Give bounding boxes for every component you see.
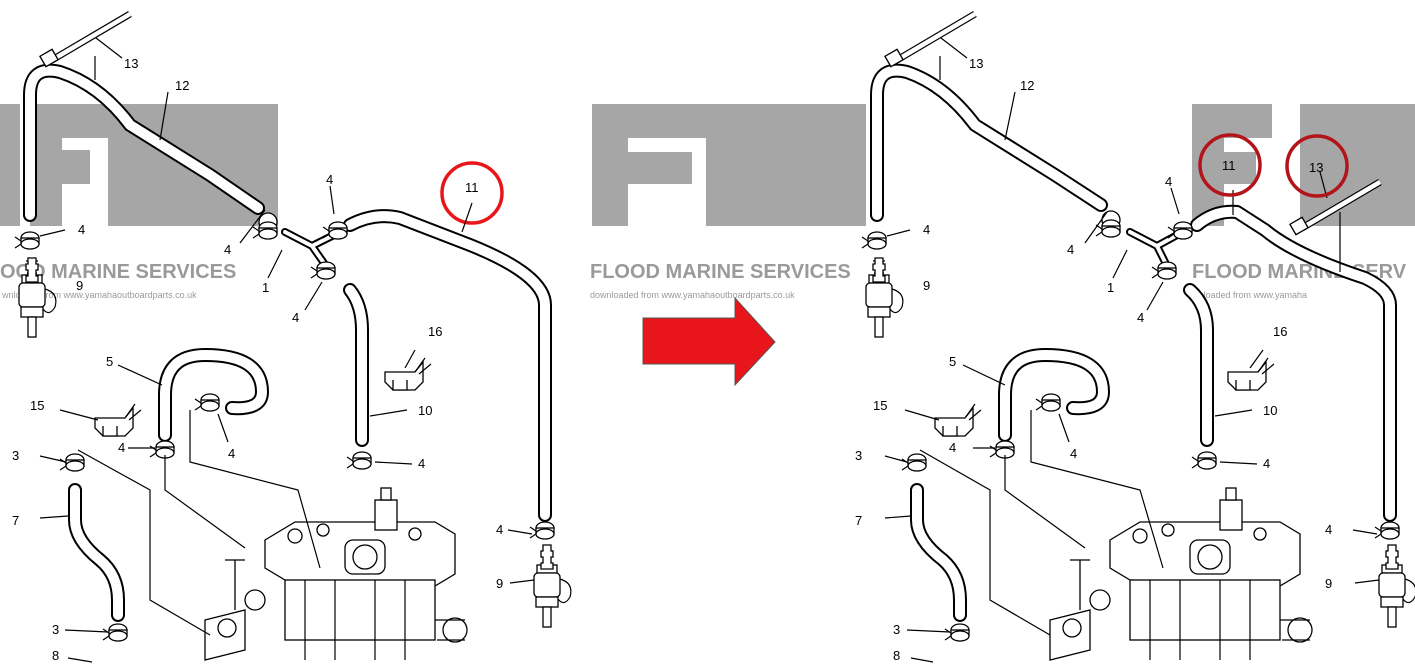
callout-4: 4 — [923, 222, 930, 237]
callout-12: 12 — [175, 78, 189, 93]
fms-watermark-center: FLOOD MARINE SERVICES downloaded from ww… — [590, 104, 866, 300]
callout-16: 16 — [428, 324, 442, 339]
callout-4: 4 — [292, 310, 299, 325]
callout-4: 4 — [1137, 310, 1144, 325]
highlight-circle-13 — [1285, 134, 1349, 198]
barb-icon — [1385, 544, 1399, 570]
callout-10: 10 — [418, 403, 432, 418]
watermark-download-right: wnloaded from www.yamaha — [1191, 290, 1307, 300]
clamp-icon — [989, 440, 1015, 459]
callout-5: 5 — [949, 354, 956, 369]
clamp-icon — [310, 261, 336, 280]
callout-4: 4 — [326, 172, 333, 187]
watermark-company-left: OOD MARINE SERVICES — [0, 261, 236, 283]
callout-4: 4 — [228, 446, 235, 461]
callout-12: 12 — [1020, 78, 1034, 93]
callout-9: 9 — [76, 278, 83, 293]
callout-15: 15 — [30, 398, 44, 413]
callout-4: 4 — [1263, 456, 1270, 471]
fms-watermark-right: FLOOD MARINE SERV wnloaded from www.yama… — [1191, 104, 1415, 300]
engine-block-icon — [204, 487, 468, 661]
cable-tie-icon — [885, 14, 975, 67]
callout-4: 4 — [1070, 446, 1077, 461]
callout-3: 3 — [52, 622, 59, 637]
clamp-icon — [1035, 393, 1061, 412]
callout-4: 4 — [1067, 242, 1074, 257]
barb-icon — [25, 257, 39, 283]
cable-tie-icon — [40, 14, 130, 67]
clamp-icon — [346, 451, 372, 470]
clamp-icon — [529, 521, 555, 540]
callout-8: 8 — [52, 648, 59, 663]
clamp-icon — [1191, 451, 1217, 470]
highlight-circle-11 — [440, 161, 504, 225]
clamp-icon — [901, 453, 927, 472]
callout-11: 11 — [1222, 158, 1236, 173]
callout-3: 3 — [12, 448, 19, 463]
bracket-15-icon — [934, 403, 982, 437]
callout-13: 13 — [1309, 160, 1323, 175]
callout-4: 4 — [118, 440, 125, 455]
bracket-16-icon — [1227, 357, 1275, 391]
left-diagram: 13 12 4 4 9 1 4 4 16 10 5 15 4 4 3 7 3 8… — [12, 14, 572, 663]
watermark-download-center: downloaded from www.yamahaoutboardparts.… — [590, 290, 795, 300]
clamp-icon — [1374, 521, 1400, 540]
clamp-icon — [14, 231, 40, 250]
callout-7: 7 — [855, 513, 862, 528]
callout-7: 7 — [12, 513, 19, 528]
callout-1: 1 — [262, 280, 269, 295]
clamp-icon — [1151, 261, 1177, 280]
callout-15: 15 — [873, 398, 887, 413]
barb-icon — [872, 257, 886, 283]
callout-4: 4 — [78, 222, 85, 237]
callout-9: 9 — [1325, 576, 1332, 591]
watermark-download-left: wnloaded from www.yamahaoutboardparts.co… — [1, 290, 197, 300]
highlight-circle-11 — [1198, 133, 1262, 197]
callout-4: 4 — [949, 440, 956, 455]
callout-11: 11 — [465, 180, 479, 195]
fuel-fitting-icon — [865, 260, 904, 338]
clamp-icon — [194, 393, 220, 412]
callout-9: 9 — [496, 576, 503, 591]
callout-16: 16 — [1273, 324, 1287, 339]
callout-3: 3 — [855, 448, 862, 463]
callout-4: 4 — [1325, 522, 1332, 537]
callout-8: 8 — [893, 648, 900, 663]
callout-9: 9 — [923, 278, 930, 293]
callout-4: 4 — [1165, 174, 1172, 189]
callout-13: 13 — [124, 56, 138, 71]
engine-block-icon — [1049, 487, 1313, 661]
clamp-icon — [861, 231, 887, 250]
callout-13: 13 — [969, 56, 983, 71]
clamp-icon — [149, 440, 175, 459]
clamp-icon — [59, 453, 85, 472]
red-arrow-right-icon — [642, 296, 776, 387]
callout-3: 3 — [893, 622, 900, 637]
callout-4: 4 — [496, 522, 503, 537]
watermark-company-center: FLOOD MARINE SERVICES — [590, 261, 851, 283]
callout-4: 4 — [418, 456, 425, 471]
callout-1: 1 — [1107, 280, 1114, 295]
right-diagram: 13 12 4 4 9 1 4 4 16 10 5 15 4 4 3 7 3 8… — [855, 14, 1415, 663]
bracket-15-icon — [94, 403, 142, 437]
callout-4: 4 — [224, 242, 231, 257]
barb-icon — [540, 544, 554, 570]
callout-10: 10 — [1263, 403, 1277, 418]
callout-5: 5 — [106, 354, 113, 369]
